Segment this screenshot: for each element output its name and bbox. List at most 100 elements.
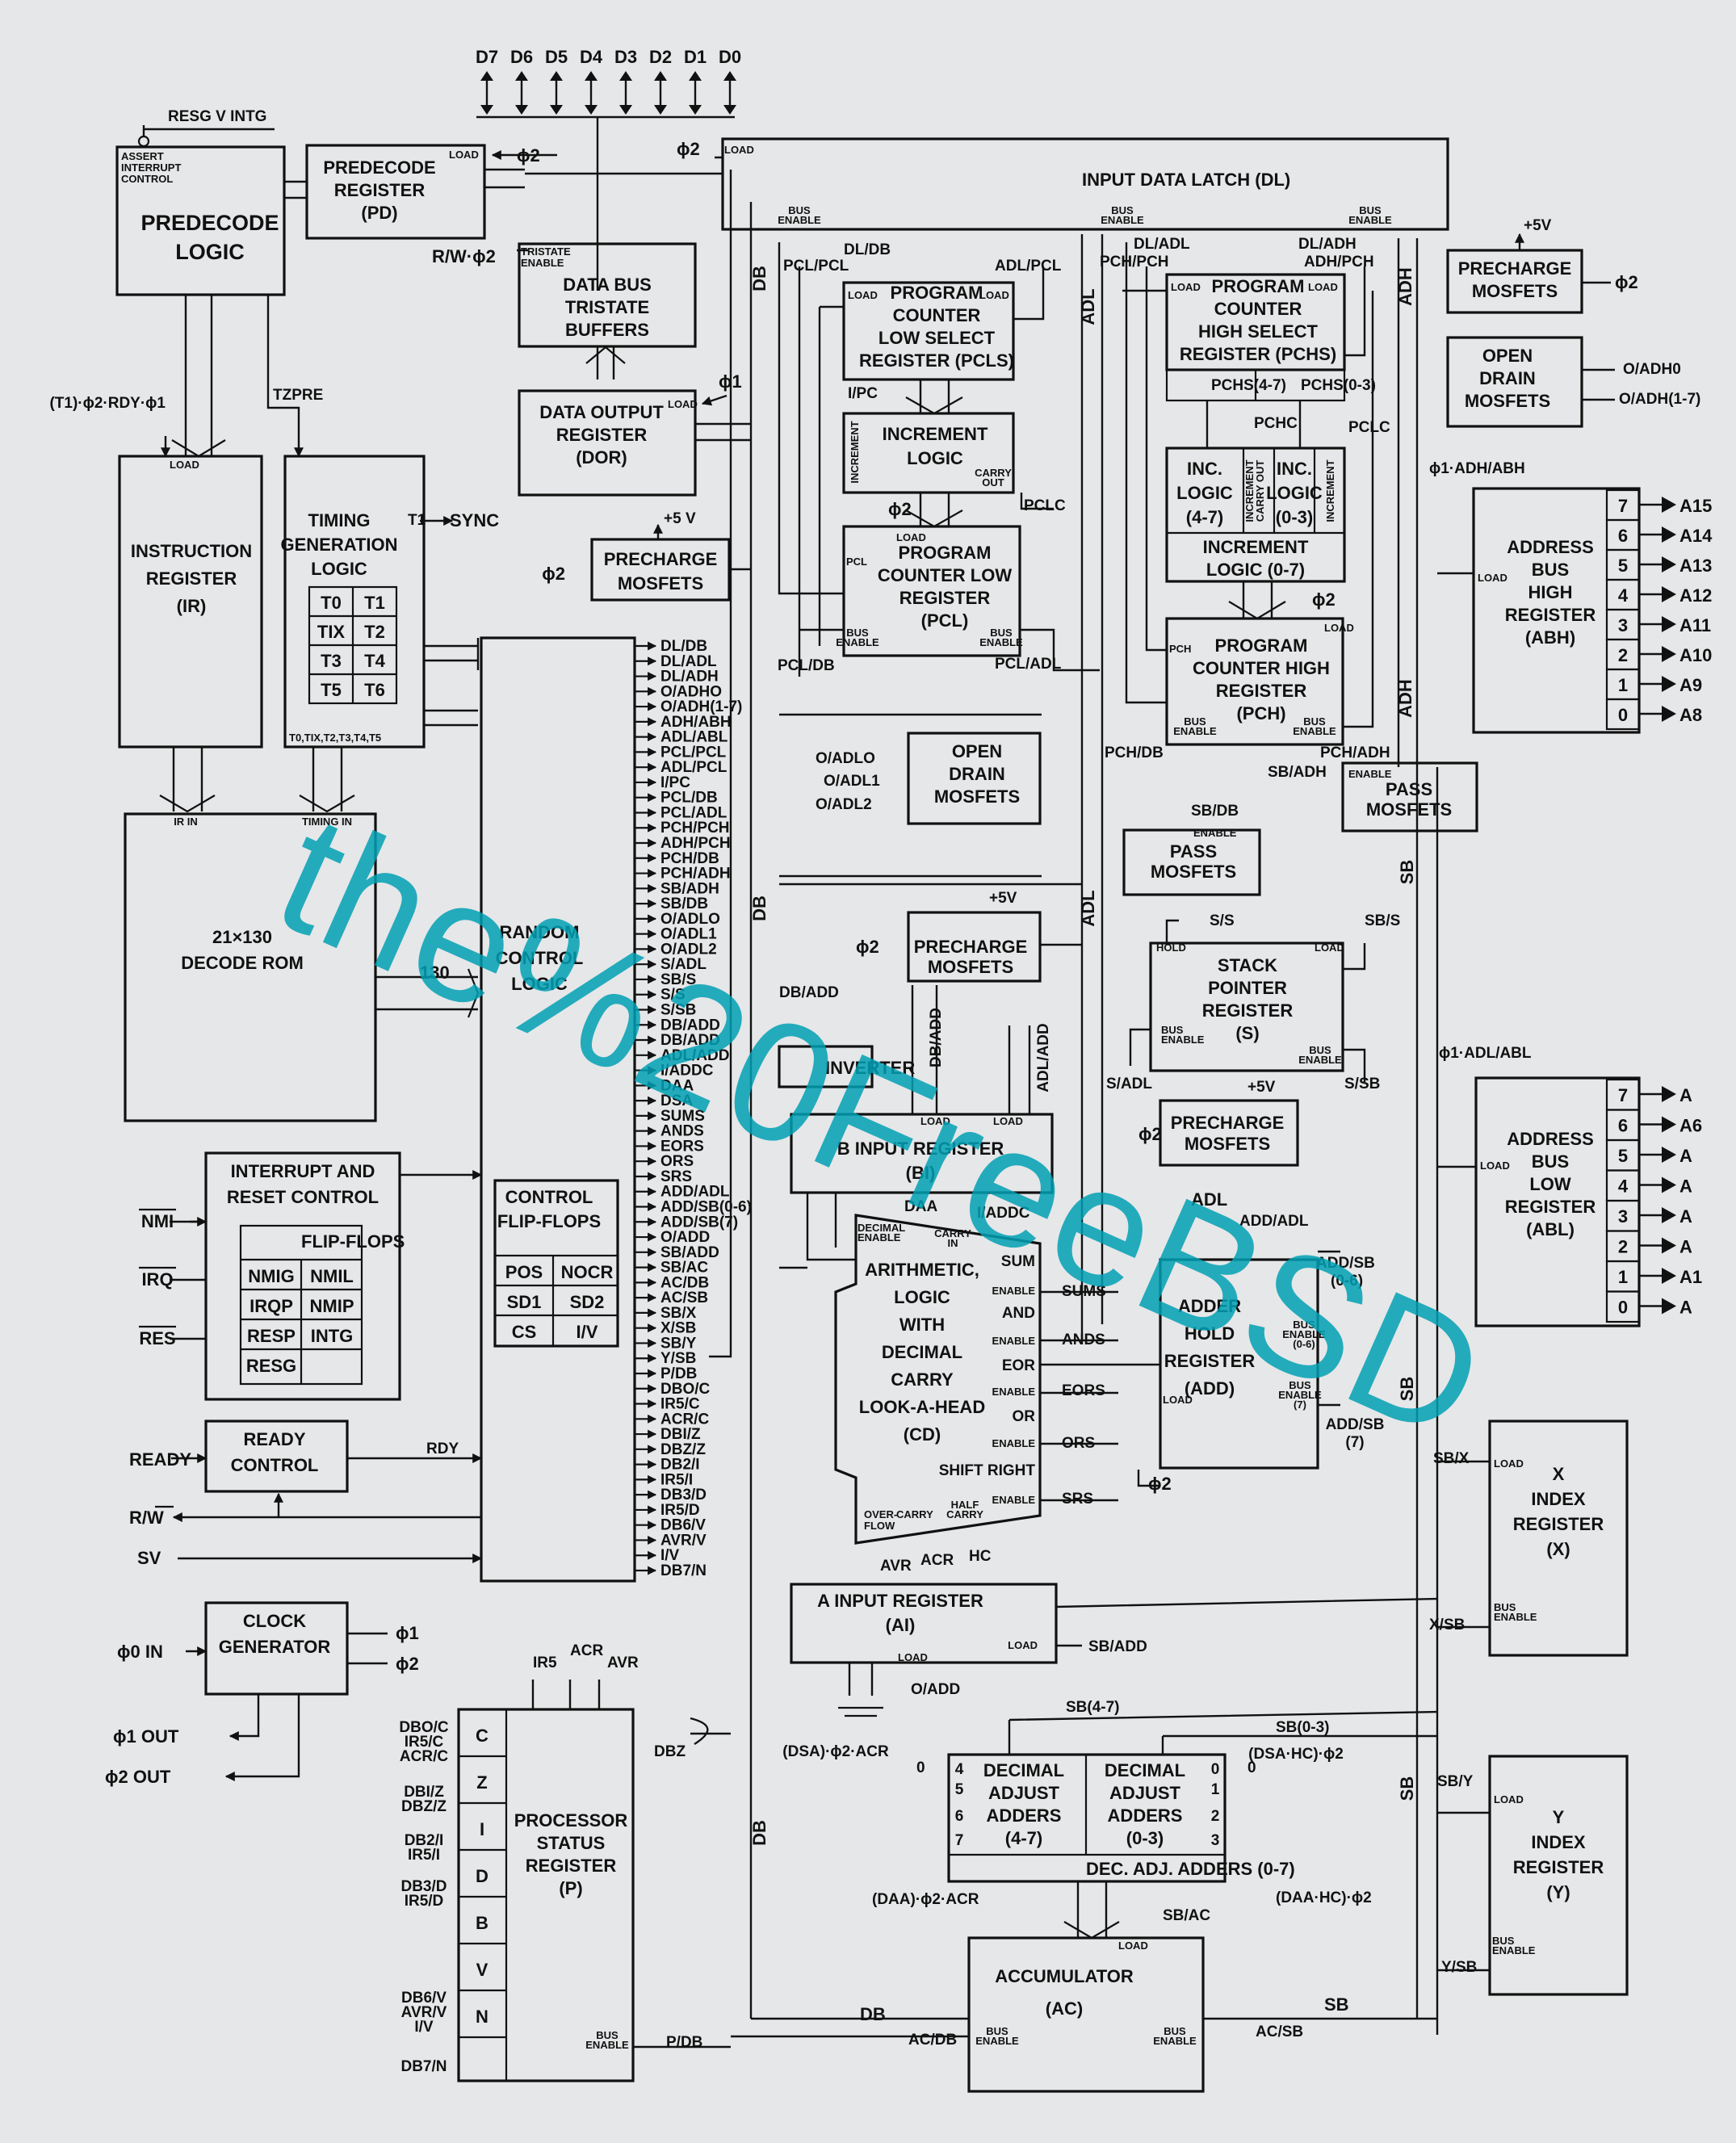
dsa-acr-label: (DSA)·ϕ2·ACR: [782, 1743, 889, 1760]
sb-bus-label: SB: [1324, 1994, 1349, 2015]
increment-carry-out: CARRY OUT: [1254, 460, 1266, 522]
ready-pin-label: READY: [129, 1449, 191, 1470]
signal-label: X/SB: [1429, 1617, 1465, 1633]
load-label: LOAD: [1315, 941, 1344, 954]
interrupt-reset-label: RESET CONTROL: [227, 1187, 379, 1207]
overflow-label: OVER-: [864, 1508, 897, 1520]
load-label: LOAD: [979, 289, 1009, 301]
inc-logic-block: [1165, 447, 1346, 583]
pcl-label: PROGRAM: [899, 543, 992, 563]
inc07-label: LOGIC (0-7): [1206, 560, 1305, 580]
hc-label: HC: [969, 1548, 992, 1565]
digit-label: 2: [1211, 1808, 1220, 1825]
pchs-label: PROGRAM: [1212, 276, 1305, 296]
processor-status-label: STATUS: [537, 1833, 606, 1853]
cff-cell: SD1: [507, 1292, 542, 1312]
decode-rom-label: 21×130: [212, 927, 272, 947]
control-signal-label: DB/ADD: [660, 1017, 720, 1034]
output-arrow-icon: [1662, 646, 1676, 662]
bus-enable-label: BUS: [1303, 715, 1326, 728]
precharge-lower-label: MOSFETS: [1185, 1134, 1270, 1154]
abl-label: (ABL): [1526, 1219, 1575, 1239]
plus5v-label: +5V: [1524, 217, 1552, 234]
signal-label: SB/DB: [1191, 803, 1239, 820]
signal-label: O/ADL1: [824, 773, 880, 790]
dec-adj-47-label: (4-7): [1005, 1828, 1042, 1848]
control-signal-label: IR5/D: [660, 1502, 700, 1519]
adder-hold-label: REGISTER: [1164, 1351, 1256, 1371]
abl-bit: 7: [1618, 1085, 1628, 1105]
control-signal-label: DB3/D: [660, 1487, 707, 1503]
processor-status-label: PROCESSOR: [514, 1810, 628, 1831]
db-bus-label: DB: [749, 266, 769, 291]
pchs-split-label: PCHS(4-7): [1211, 377, 1286, 394]
timing-generation-block: [283, 455, 426, 749]
inverter-label: INVERTER: [825, 1058, 915, 1078]
pd-input: [484, 168, 525, 189]
dor-label: DATA OUTPUT: [539, 402, 664, 422]
alu-control-label: EORS: [1062, 1382, 1105, 1399]
control-signal-label: ADL/ABL: [660, 729, 728, 746]
pcls-label: REGISTER (PCLS): [859, 350, 1014, 371]
signal-label: DL/ADL: [1134, 236, 1190, 253]
signal-label: S/SB: [1344, 1076, 1380, 1092]
cff-cell: SD2: [570, 1292, 605, 1312]
abl-out: A: [1679, 1237, 1692, 1257]
db-bus-lines: [709, 170, 753, 2019]
output-arrow-icon: [1662, 706, 1676, 722]
signal-label: DB/ADD: [928, 1008, 945, 1067]
adl-bus-label: ADL: [1191, 1189, 1227, 1210]
sb-bus-lines: [1415, 767, 1439, 2035]
control-signal-label: AVR/V: [660, 1532, 707, 1549]
signal-label: S/S: [1210, 912, 1235, 929]
signal-label: SB/ADH: [1268, 764, 1327, 781]
decimal-enable-label: ENABLE: [858, 1231, 901, 1243]
control-signal-label: DL/ADH: [660, 669, 719, 686]
x-index-label: INDEX: [1531, 1489, 1586, 1509]
predecode-register-label: (PD): [361, 203, 397, 223]
psr-input-label: DBI/Z: [404, 1784, 444, 1801]
digit-label: 0: [916, 1759, 925, 1776]
control-signal-label: ADL/ADD: [660, 1047, 730, 1064]
abl-bit: 3: [1618, 1206, 1628, 1227]
data-bus-tristate-block: [518, 242, 697, 348]
bus-enable-label: (0-6): [1293, 1338, 1315, 1350]
control-signal-label: S/ADL: [660, 956, 707, 973]
abl-out: A: [1679, 1298, 1692, 1318]
signal-label: P/DB: [666, 2034, 702, 2051]
abh-label: ADDRESS: [1507, 537, 1594, 557]
abh-label: BUS: [1532, 560, 1569, 580]
alu-block: [834, 1214, 1042, 1545]
control-signal-label: AC/SB: [660, 1290, 708, 1306]
tristate-enable-label: ENABLE: [521, 257, 564, 269]
dec-adj-03-label: DECIMAL: [1105, 1760, 1185, 1780]
psr-input-label: DB7/N: [400, 2058, 447, 2075]
digit-label: 4: [955, 1761, 964, 1778]
bus-enable-label: ENABLE: [1298, 1054, 1342, 1066]
phi0-in-label: ϕ0 IN: [117, 1642, 163, 1662]
interrupt-pin-label: RES: [139, 1328, 175, 1348]
phi2-label: ϕ2: [888, 499, 912, 519]
load-label: LOAD: [1478, 572, 1507, 584]
hold-label: HOLD: [1156, 941, 1186, 954]
pass-mosfets-mid: [1122, 828, 1261, 896]
signal-label: ADH/PCH: [1304, 254, 1374, 270]
output-arrow-icon: [1662, 616, 1676, 632]
timing-in-label: TIMING IN: [302, 816, 352, 828]
pcl-label: (PCL): [921, 610, 969, 631]
signal-label: SB/S: [1365, 912, 1400, 929]
x-index-label: (X): [1546, 1539, 1570, 1559]
precharge-mid-label: PRECHARGE: [914, 937, 1028, 957]
abh-label: HIGH: [1528, 582, 1573, 602]
enable-label: ENABLE: [992, 1437, 1036, 1449]
signal-label: O/ADD: [911, 1681, 960, 1698]
pch-label: PROGRAM: [1215, 635, 1308, 656]
bus-enable-label: (7): [1294, 1399, 1306, 1411]
predecode-register-block: [305, 144, 486, 240]
bus-enable-label: BUS: [1359, 204, 1382, 216]
bidir-arrow-icon: [619, 71, 632, 115]
signal-label: O/ADL2: [816, 796, 872, 813]
bidir-arrow-icon: [480, 71, 493, 115]
control-signal-label: PCL/DB: [660, 790, 718, 807]
cff-cell: POS: [505, 1262, 543, 1282]
